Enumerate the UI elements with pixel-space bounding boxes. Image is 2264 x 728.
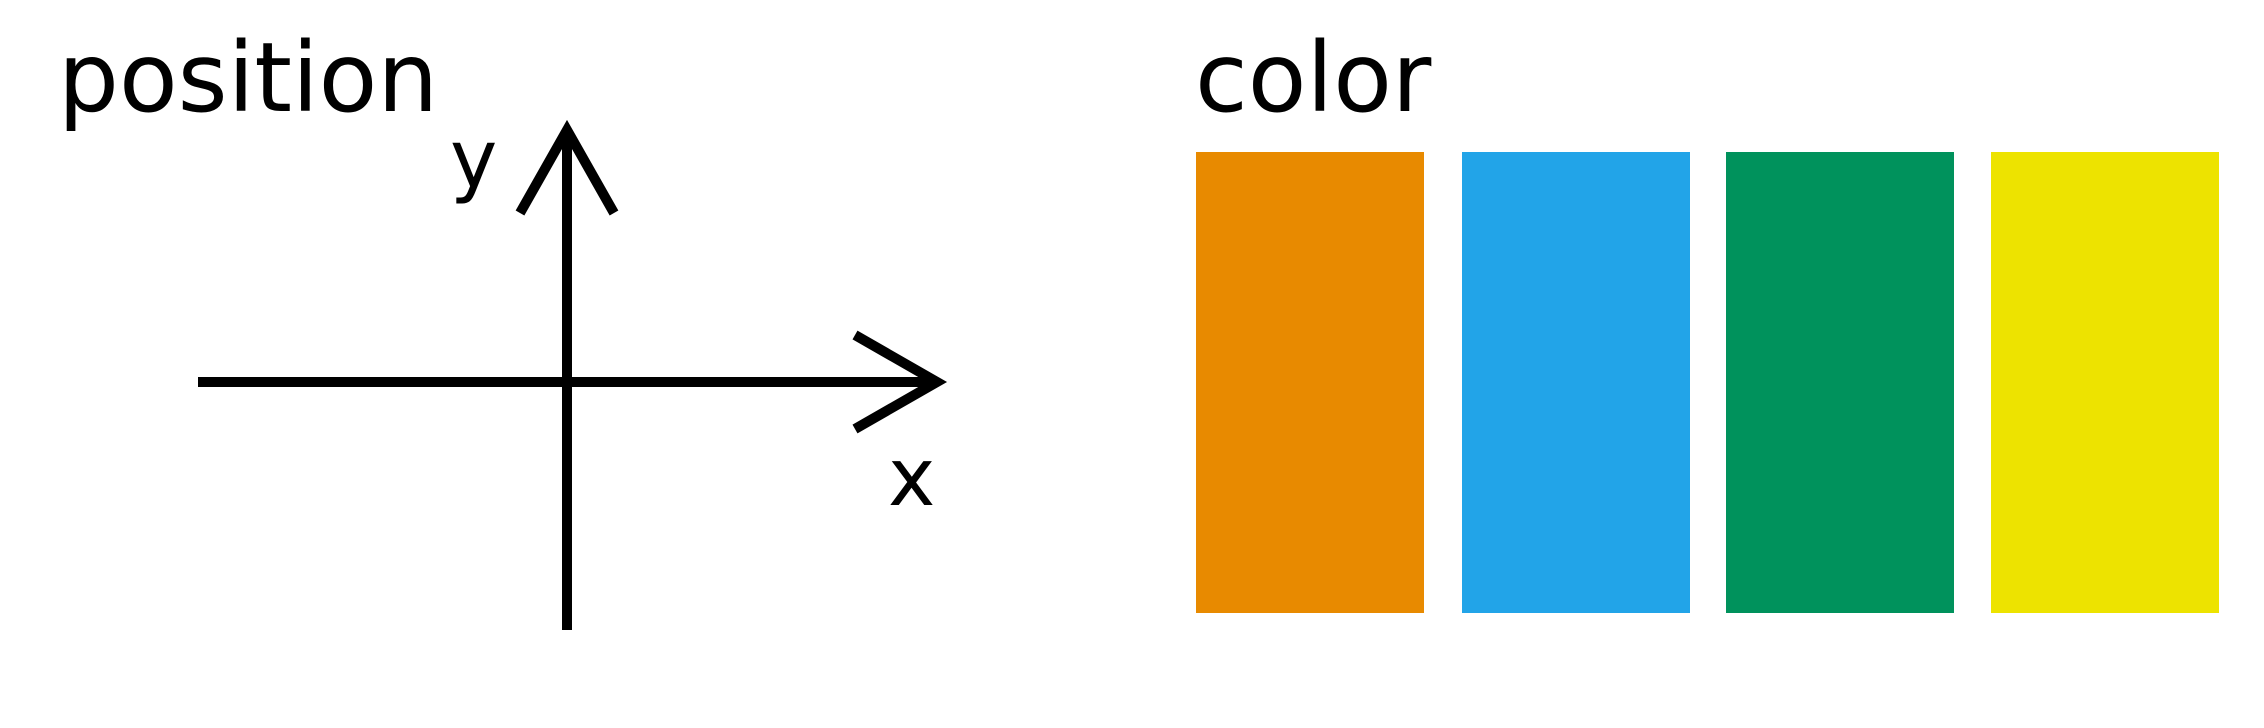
orange-swatch xyxy=(1196,152,1424,613)
x-axis-label: x xyxy=(888,431,936,524)
blue-swatch xyxy=(1462,152,1690,613)
y-axis-label: y xyxy=(450,113,498,206)
color-panel-title: color xyxy=(1195,22,1432,134)
position-axes-diagram xyxy=(198,119,948,630)
green-swatch xyxy=(1726,152,1954,613)
position-panel-title: position xyxy=(58,22,439,134)
yellow-swatch xyxy=(1991,152,2219,613)
y-axis-arrowhead xyxy=(515,119,619,216)
x-axis-arrowhead xyxy=(852,330,948,434)
